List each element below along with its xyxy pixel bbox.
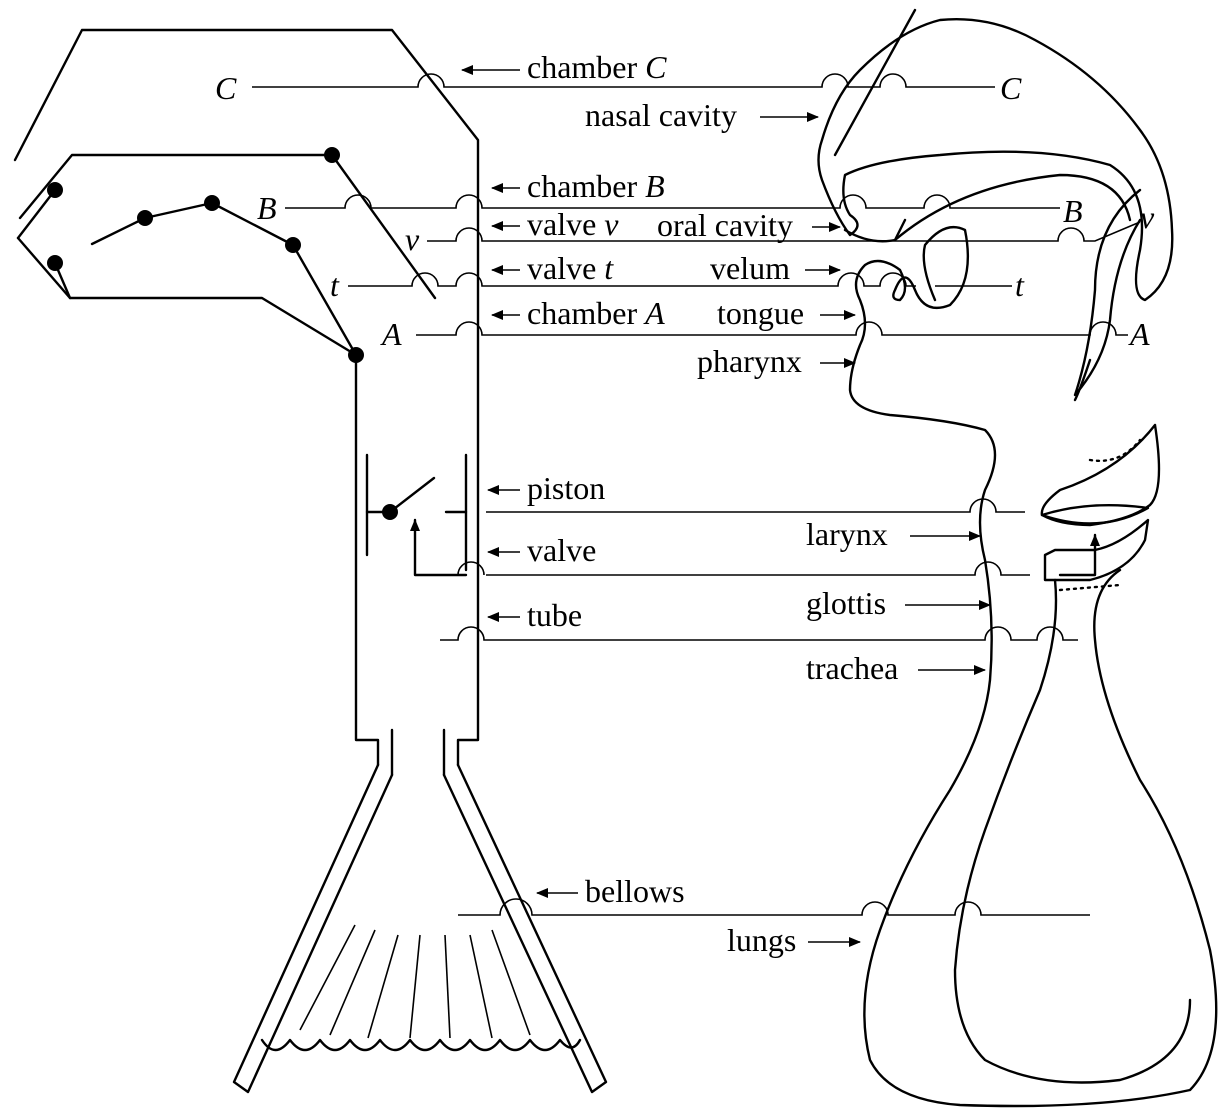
label-tube: tube [527, 597, 582, 633]
joint-dot [204, 195, 220, 211]
line-bellows [458, 899, 1090, 915]
joint-dot [47, 255, 63, 271]
letter-v-left: v [405, 221, 420, 257]
joint-dot [137, 210, 153, 226]
label-glottis: glottis [806, 585, 886, 621]
bellows-left-outer [234, 765, 392, 1092]
label-velum: velum [710, 250, 790, 286]
label-chamber-b: chamber B [527, 168, 665, 204]
label-valve-t: valve t [527, 250, 614, 286]
label-valve: valve [527, 532, 596, 568]
anatomy-labels: nasal cavity oral cavity velum tongue ph… [585, 97, 898, 958]
velum-tongue [850, 227, 1216, 1106]
speaking-machine [15, 30, 606, 1092]
letter-b-right: B [1063, 193, 1083, 229]
letter-a-left: A [380, 316, 402, 352]
bellows-ribs [300, 925, 530, 1038]
letter-a-right: A [1128, 316, 1150, 352]
letter-v-right: v [1140, 199, 1155, 235]
joint-dot [348, 347, 364, 363]
label-larynx: larynx [806, 516, 888, 552]
larynx-lens [1042, 505, 1148, 523]
piston-pivot-dot [382, 504, 398, 520]
label-chamber-c: chamber C [527, 49, 667, 85]
letter-c-right: C [1000, 70, 1022, 106]
letter-t-right: t [1015, 267, 1025, 303]
label-valve-v: valve v [527, 206, 619, 242]
glottis-dotted-outline [1060, 585, 1120, 590]
label-pharynx: pharynx [697, 343, 802, 379]
larynx-ring [1045, 520, 1148, 580]
machine-labels: chamber C chamber B valve v valve t cham… [527, 49, 685, 909]
letter-t-left: t [330, 267, 340, 303]
joint-dot [324, 147, 340, 163]
label-bellows: bellows [585, 873, 685, 909]
vocal-tract [819, 10, 1217, 1106]
piston-rod [367, 478, 434, 512]
chamber-b-outline [20, 155, 435, 298]
glottis-arrow [1060, 535, 1095, 575]
nasal-cavity-outline [819, 19, 1173, 300]
label-chamber-a: chamber A [527, 295, 665, 331]
label-tongue: tongue [717, 295, 804, 331]
label-piston: piston [527, 470, 605, 506]
letter-c-left: C [215, 70, 237, 106]
bellows-neck [392, 730, 444, 775]
label-oral-cavity: oral cavity [657, 207, 793, 243]
label-lungs: lungs [727, 922, 796, 958]
letter-b-left: B [257, 190, 277, 226]
valve-linkage [415, 520, 466, 575]
label-nasal-cavity: nasal cavity [585, 97, 737, 133]
chamber-c-outline [15, 30, 478, 765]
bellows-folds [262, 1040, 580, 1050]
joint-dot [285, 237, 301, 253]
joint-dot [47, 182, 63, 198]
label-trachea: trachea [806, 650, 898, 686]
tube-left-wall [356, 355, 378, 765]
valve-bump [458, 562, 484, 575]
